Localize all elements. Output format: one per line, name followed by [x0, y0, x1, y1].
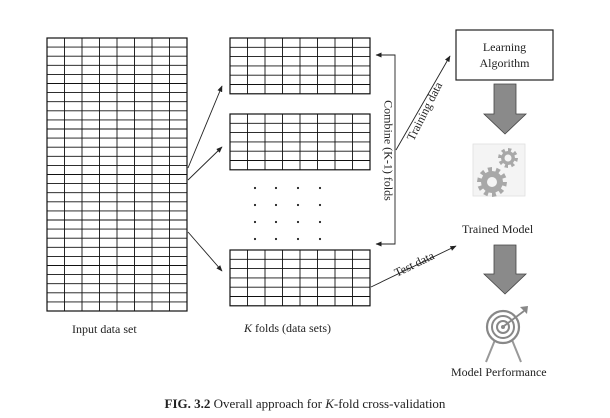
input-data-grid: [46, 37, 188, 312]
figure-caption: FIG. 3.2 Overall approach for K-fold cro…: [0, 396, 610, 412]
fold-grid-top: [229, 37, 371, 95]
caption-text-before: Overall approach for: [210, 396, 326, 411]
gears-icon: [472, 143, 526, 197]
down-arrow-2: [483, 244, 527, 295]
ellipsis-dots: [253, 186, 322, 241]
test-data-arrow: [370, 245, 457, 288]
k-folds-italic-k: K: [244, 321, 253, 335]
input-data-set-label: Input data set: [72, 322, 137, 336]
fold-grid-bottom: [229, 249, 371, 307]
learning-algorithm-label: Learning Algorithm: [456, 30, 553, 80]
caption-fig-number: FIG. 3.2: [164, 396, 211, 411]
learning-line-1: Learning: [482, 40, 527, 54]
k-folds-label: K folds (data sets): [244, 321, 331, 336]
combine-folds-label: Combine (K-1) folds: [381, 100, 396, 201]
trained-model-label: Trained Model: [462, 222, 534, 236]
arrow-to-fold-1: [187, 85, 223, 169]
caption-text-after: -fold cross-validation: [333, 396, 446, 411]
arrow-to-fold-3: [187, 231, 223, 272]
combine-bracket: [375, 52, 396, 247]
arrow-to-fold-2: [187, 146, 223, 181]
learning-algorithm-box: [455, 29, 554, 81]
model-performance-label: Model Performance: [451, 365, 547, 379]
target-arrow-icon: [485, 306, 528, 363]
down-arrow-1: [483, 83, 527, 135]
learning-line-2: Algorithm: [479, 56, 530, 70]
fold-grid-second: [229, 113, 371, 171]
caption-k: K: [325, 396, 334, 411]
training-data-arrow: [395, 55, 451, 151]
k-folds-rest: folds (data sets): [252, 321, 331, 335]
